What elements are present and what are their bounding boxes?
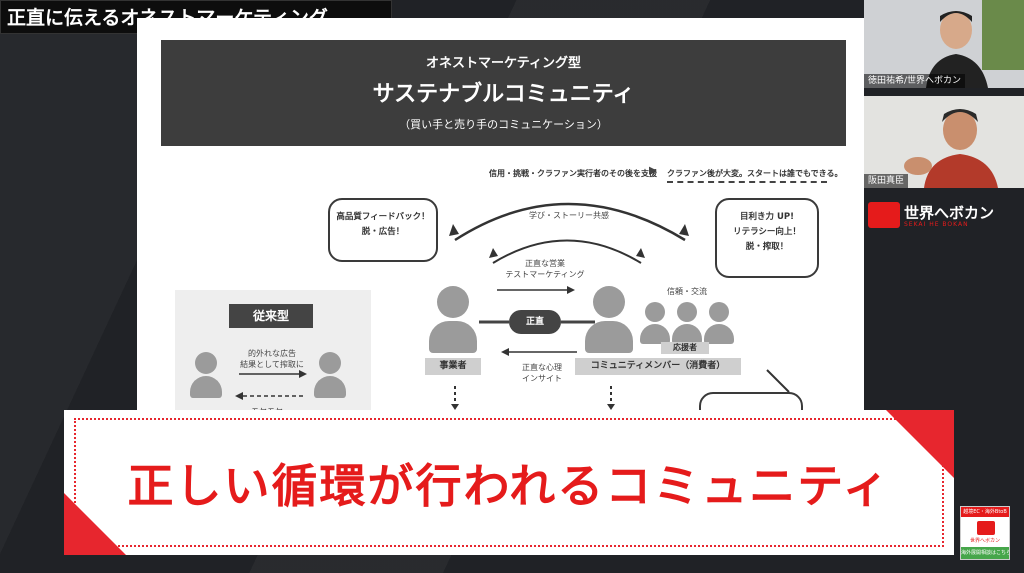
participant-2-name: 阪田真臣 bbox=[864, 174, 909, 188]
bubble-right-line-2: リテラシー向上！ bbox=[733, 227, 801, 237]
banner-corner-bottom-left bbox=[64, 493, 126, 555]
ad-name: 世界へボカン bbox=[969, 538, 1000, 544]
caption-text: 正しい循環が行われるコミュニティ bbox=[127, 459, 891, 513]
bubble-left-line-1: 高品質フィードバック！ bbox=[336, 212, 430, 222]
slide-header-main: サステナブルコミュニティ bbox=[372, 82, 635, 107]
chat-bubble-icon bbox=[977, 521, 995, 535]
bubble-right-line-1: 目利き力 UP! bbox=[740, 212, 794, 222]
channel-logo-sub: SEKAI HE BOKAN bbox=[904, 221, 969, 228]
caption-banner: 正しい循環が行われるコミュニティ bbox=[64, 410, 954, 555]
bubble-right-line-3: 脱・搾取！ bbox=[745, 242, 789, 252]
presentation-slide: オネストマーケティング型 サステナブルコミュニティ （買い手と売り手のコミュニケ… bbox=[137, 18, 864, 418]
banner-dotted-border bbox=[74, 418, 944, 547]
note-left: 信用・挑戦・クラファン実行者のその後を支援 bbox=[489, 169, 657, 178]
arrow-right-icon: ▶ bbox=[649, 165, 657, 176]
bubble-right: 目利き力 UP! リテラシー向上！ 脱・搾取！ bbox=[715, 198, 819, 278]
note-right: クラファン後が大変。スタートは誰でもできる。 bbox=[667, 169, 843, 178]
legacy-section: 従来型 的外れな広告 結果として搾取に モヤモヤ bbox=[175, 290, 371, 418]
label-bottom-1: 正直な心理 bbox=[522, 363, 562, 372]
banner-corner-top-right bbox=[886, 410, 954, 478]
label-top-2: テストマーケティング bbox=[505, 270, 585, 279]
participant-2-avatar bbox=[864, 96, 1024, 188]
channel-logo: 世界へボカン SEKAI HE BOKAN bbox=[866, 198, 1022, 234]
label-trust: 信頼・交流 bbox=[667, 287, 707, 296]
ad-top-label: 越境EC・海外BtoB bbox=[961, 507, 1009, 517]
channel-logo-text: 世界へボカン bbox=[904, 204, 995, 222]
honest-tag: 正直 bbox=[509, 310, 561, 334]
participant-1-avatar bbox=[864, 0, 1024, 88]
chat-bubble-icon bbox=[868, 202, 900, 228]
community-member-label: コミュニティメンバー（消費者） bbox=[575, 358, 741, 375]
bubble-left: 高品質フィードバック！ 脱・広告！ bbox=[328, 198, 438, 262]
slide-header: オネストマーケティング型 サステナブルコミュニティ （買い手と売り手のコミュニケ… bbox=[161, 40, 846, 146]
legacy-arrows bbox=[235, 370, 307, 400]
slide-header-sub: （買い手と売り手のコミュニケーション） bbox=[399, 118, 608, 131]
participant-1-name: 徳田祐希/世界へボカン bbox=[864, 74, 966, 88]
diagram-arrows bbox=[449, 202, 790, 410]
business-label: 事業者 bbox=[425, 358, 481, 375]
webcam-participant-1: 徳田祐希/世界へボカン bbox=[864, 0, 1024, 88]
slide-header-top: オネストマーケティング型 bbox=[426, 56, 581, 71]
ad-bottom-label: 海外展開相談はこちら bbox=[961, 547, 1009, 559]
label-bottom-2: インサイト bbox=[522, 374, 562, 383]
legacy-label-1: 的外れな広告 bbox=[248, 349, 296, 358]
arc-label: 学び・ストーリー共感 bbox=[529, 211, 609, 220]
bubble-left-line-2: 脱・広告！ bbox=[361, 227, 405, 237]
supporter-label: 応援者 bbox=[661, 342, 709, 354]
webcam-participant-2: 阪田真臣 bbox=[864, 96, 1024, 188]
legacy-label-2: 結果として搾取に bbox=[240, 360, 304, 369]
note-underline bbox=[667, 181, 827, 183]
ad-widget[interactable]: 越境EC・海外BtoB 世界へボカン 海外展開相談はこちら bbox=[960, 506, 1010, 560]
label-top-1: 正直な営業 bbox=[525, 259, 565, 268]
legacy-title: 従来型 bbox=[229, 304, 313, 328]
